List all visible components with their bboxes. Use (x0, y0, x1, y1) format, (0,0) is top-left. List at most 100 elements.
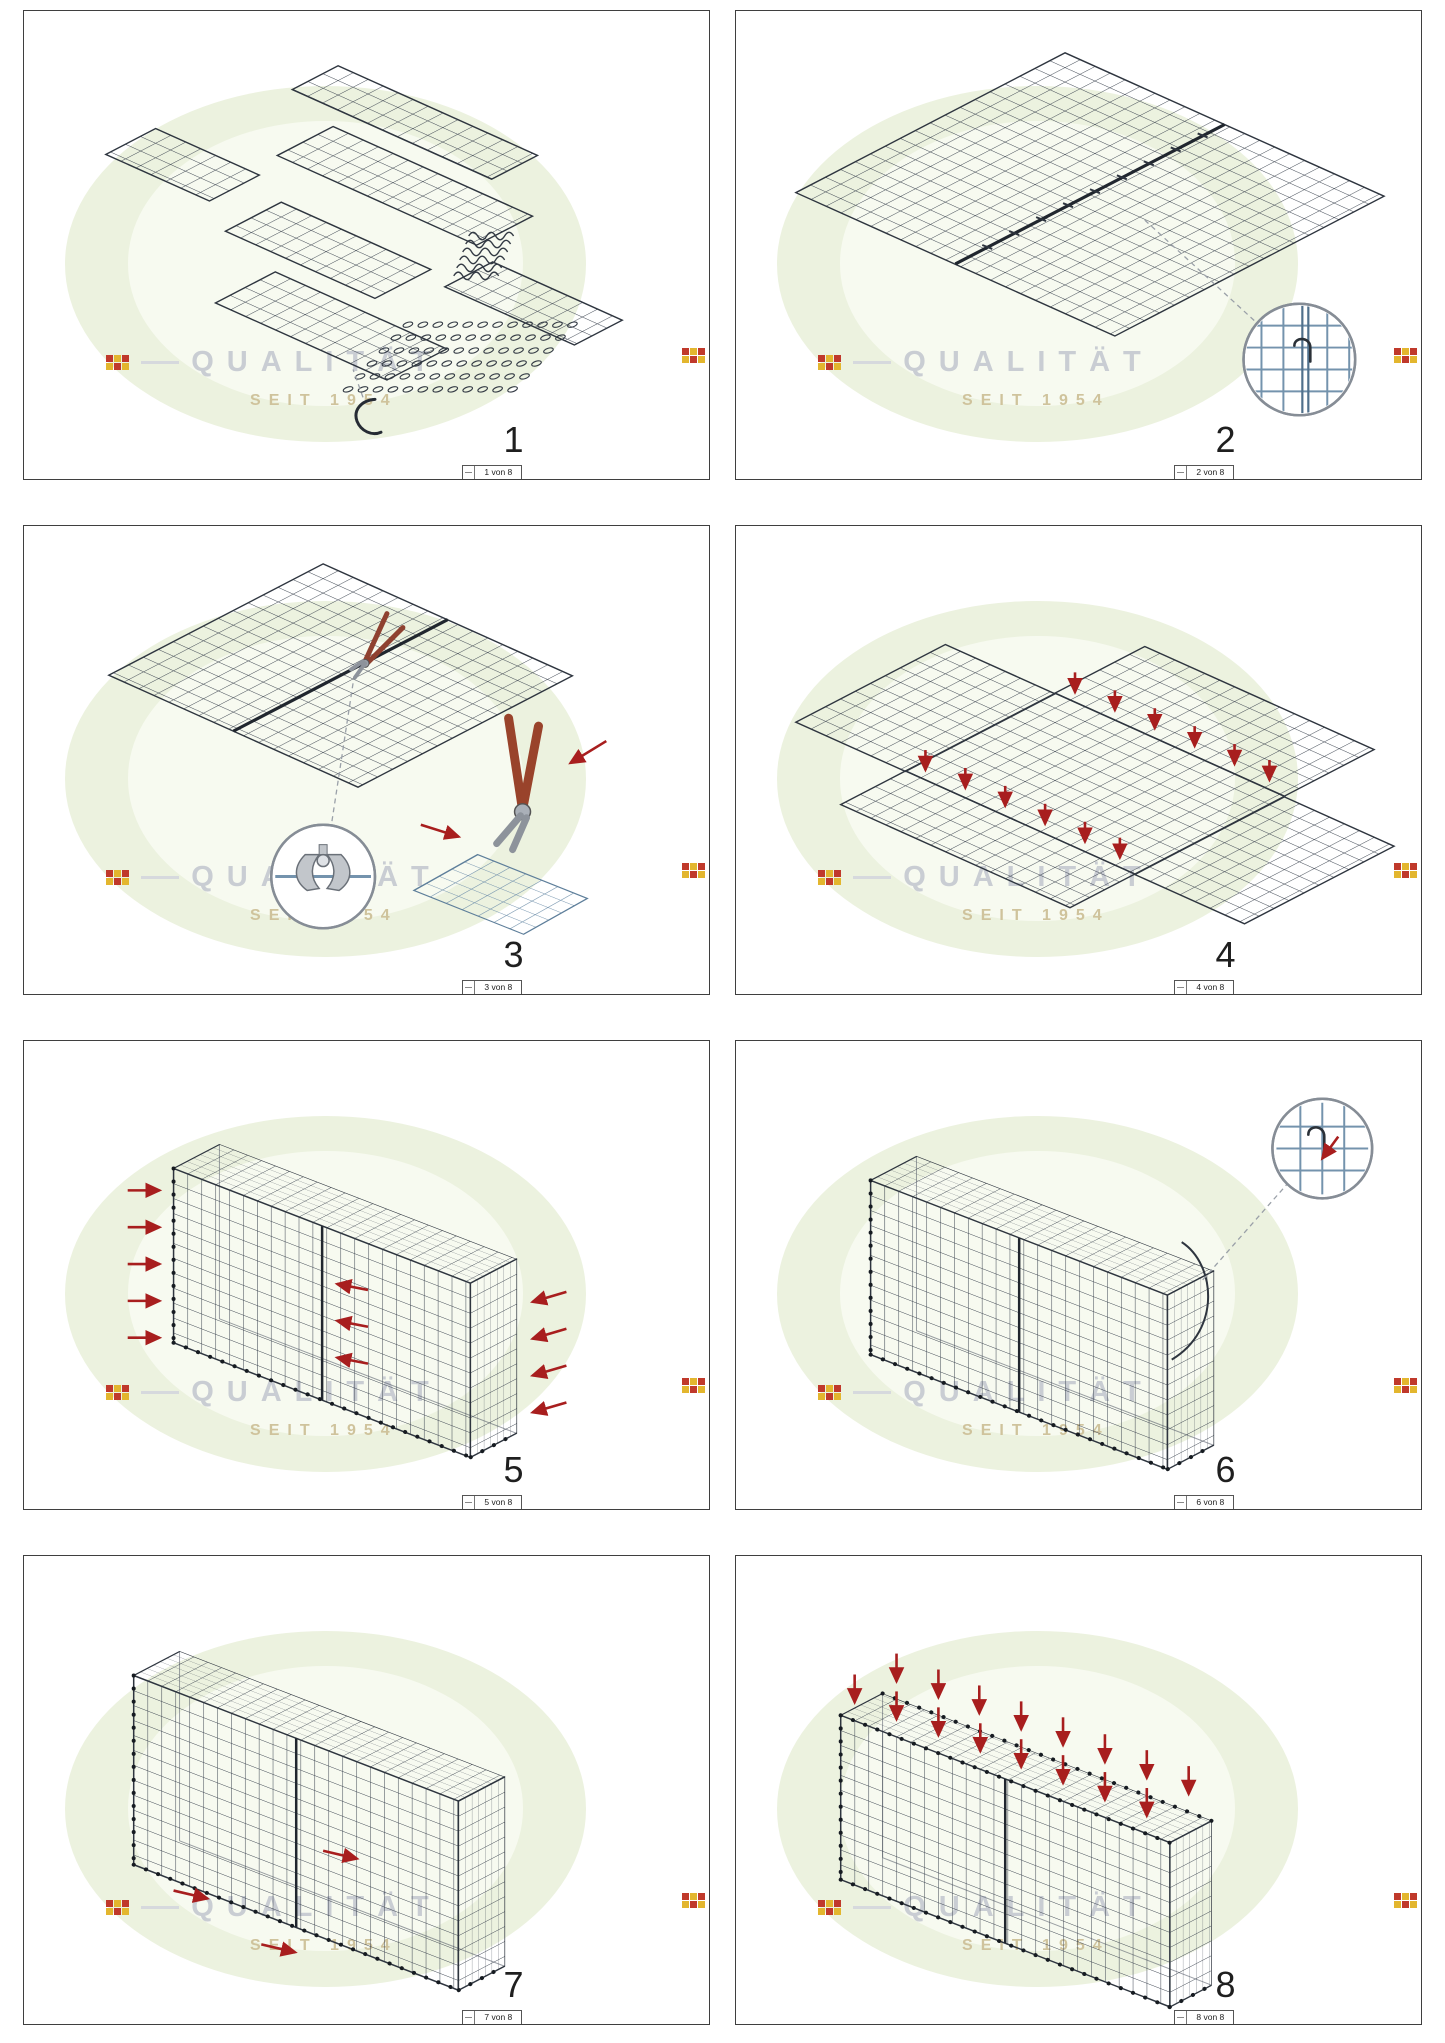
watermark-rule (853, 1390, 892, 1394)
leader-line (1144, 219, 1256, 323)
joined-mesh-panel (107, 563, 574, 788)
page-index-box: 3 von 8 (462, 980, 523, 994)
step-number: 7 (503, 1964, 524, 2005)
brand-flag-icon (1393, 1377, 1417, 1393)
unfolded-basket-cross (794, 643, 1396, 925)
step-4-illustration (794, 643, 1396, 925)
watermark-subtitle: SEIT 1954 (962, 392, 1110, 410)
panel-6: QUALITÄT SEIT 1954 (735, 1040, 1422, 1510)
step-number: 5 (503, 1449, 524, 1490)
panel-8: QUALITÄT SEIT 1954 (735, 1555, 1422, 2025)
blue-mesh-detail (412, 853, 589, 935)
brand-flag-icon (818, 869, 842, 885)
brand-flag-icon (818, 1899, 842, 1915)
panel-4: QUALITÄT SEIT 1954 (735, 525, 1422, 995)
step-number: 4 (1215, 934, 1236, 975)
pliers-icon (349, 611, 406, 680)
pliers-icon-large (493, 713, 543, 854)
magnifier-detail (1242, 302, 1357, 417)
title-block-cell (1175, 2011, 1188, 2024)
step-3-illustration (107, 563, 607, 935)
seam-line (954, 123, 1226, 266)
red-arrow (568, 739, 607, 765)
gabion-box (868, 1155, 1216, 1472)
seam-clips (981, 132, 1208, 250)
magnifier-detail (270, 823, 377, 930)
watermark-subtitle: SEIT 1954 (962, 907, 1110, 925)
magnifier-detail (1271, 1097, 1374, 1200)
brand-flag-icon (1393, 347, 1417, 363)
gabion-box (131, 1650, 507, 1993)
page-index-label: 7 von 8 (484, 2012, 513, 2022)
page-index-box: 8 von 8 (1174, 2010, 1235, 2024)
brand-flag-icon (681, 862, 705, 878)
watermark-subtitle: SEIT 1954 (250, 1422, 398, 1440)
spiral-joint-dots (171, 1340, 473, 1460)
spiral-joint-dots (468, 1431, 519, 1460)
open-lid-wire (1171, 1241, 1210, 1361)
title-block-cell (1175, 466, 1188, 479)
assembly-arrows (127, 1182, 567, 1416)
brand-flag-icon (818, 1384, 842, 1400)
watermark-rule (853, 875, 892, 879)
page-index-box: 6 von 8 (1174, 1495, 1235, 1509)
gabion-box-closed (838, 1691, 1214, 2010)
brand-flag-icon (681, 347, 705, 363)
watermark-title: QUALITÄT (903, 345, 1154, 378)
leader-line (352, 369, 364, 398)
brand-flag-icon (681, 1377, 705, 1393)
title-block-cell (1175, 981, 1188, 994)
gabion-box (171, 1143, 519, 1460)
watermark-rule (141, 875, 180, 879)
brand-flag-icon (681, 1892, 705, 1908)
step-7-illustration (131, 1650, 507, 1993)
page-index-label: 1 von 8 (484, 467, 513, 477)
panel-2: QUALITÄT SEIT 1954 (735, 10, 1422, 480)
panel-1: QUALITÄT SEIT 1954 (23, 10, 710, 480)
page-index-box: 4 von 8 (1174, 980, 1235, 994)
brand-flag-icon (106, 354, 130, 370)
watermark-rule (853, 1905, 892, 1909)
seam-line (232, 618, 449, 733)
panel-5: QUALITÄT SEIT 1954 (23, 1040, 710, 1510)
watermark-rule (853, 360, 892, 364)
step-5-illustration (127, 1143, 567, 1460)
page-index-label: 8 von 8 (1196, 2012, 1225, 2022)
watermark-rule (141, 1905, 180, 1909)
step-1-illustration (104, 64, 624, 436)
step-number: 2 (1215, 419, 1236, 460)
page-index-label: 3 von 8 (484, 982, 513, 992)
spiral-joint-dots (868, 1352, 1170, 1472)
step-6-illustration (868, 1097, 1374, 1472)
red-arrow (420, 823, 462, 840)
panel-3: QUALITÄT SEIT 1954 (23, 525, 710, 995)
joined-mesh-panel (794, 52, 1386, 337)
step-number: 6 (1215, 1449, 1236, 1490)
red-arrow (1320, 1135, 1340, 1161)
lid-close-arrows (846, 1653, 1197, 1819)
page-index-label: 2 von 8 (1196, 467, 1225, 477)
title-block-cell (463, 981, 476, 994)
fold-arrows (917, 672, 1278, 861)
watermark-rule (141, 360, 180, 364)
title-block-cell (1175, 1496, 1188, 1509)
assembly-arrows (173, 1847, 360, 1957)
page-index-label: 4 von 8 (1196, 982, 1225, 992)
page-index-label: 5 von 8 (484, 1497, 513, 1507)
spiral-joint-dots (456, 1964, 507, 1993)
title-block-cell (463, 1496, 476, 1509)
step-number: 3 (503, 934, 524, 975)
leader-line (1202, 1179, 1291, 1281)
leader-line (330, 683, 354, 827)
title-block-cell (463, 2011, 476, 2024)
c-clip-icon (1293, 337, 1312, 363)
page-index-label: 6 von 8 (1196, 1497, 1225, 1507)
title-block-cell (463, 466, 476, 479)
page-index-box: 2 von 8 (1174, 465, 1235, 479)
page-index-box: 7 von 8 (462, 2010, 523, 2024)
c-clip-icon (1307, 1126, 1326, 1154)
brand-flag-icon (106, 1899, 130, 1915)
brand-flag-icon (106, 869, 130, 885)
panel-7: QUALITÄT SEIT 1954 7 (23, 1555, 710, 2025)
